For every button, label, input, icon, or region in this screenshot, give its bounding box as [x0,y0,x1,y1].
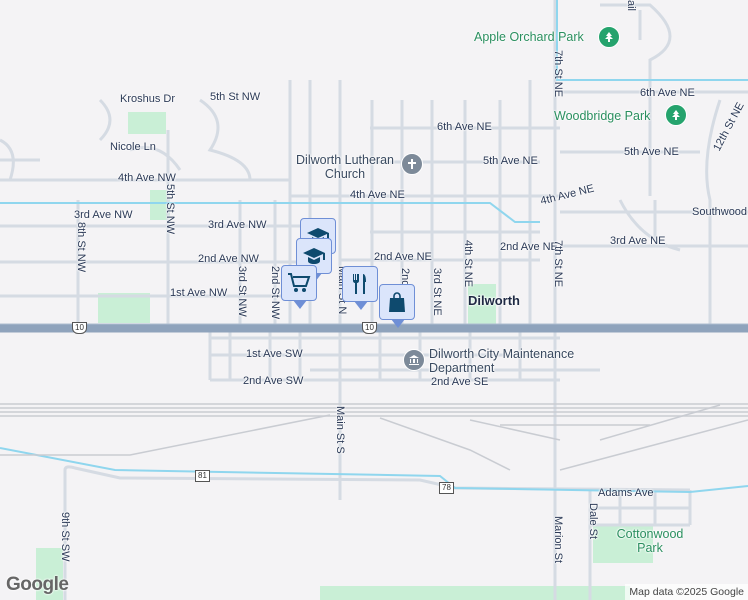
church-label: Dilworth Lutheran Church [296,153,394,181]
street-label: 7th St NE [552,240,564,288]
street-label: Marion St [552,516,564,564]
street-label: Nicole Ln [110,141,156,153]
town-label: Dilworth [468,293,520,308]
parks [36,112,653,600]
street-label: 8th St NW [75,222,87,273]
street-label: 5th Ave NE [624,146,679,158]
route-shield-78: 78 [439,482,454,494]
street-label: 3rd St NE [431,268,443,316]
street-label: Kroshus Dr [120,93,176,105]
street-label: 2nd St NW [269,266,281,320]
street-label: Main St S [334,406,346,454]
street-label: Dale St [587,503,599,540]
street-label: 2nd Ave SE [431,376,489,388]
railway [0,403,748,471]
fork-knife-icon [353,274,366,294]
street-label: 1st Ave NW [170,287,228,299]
street-label: 7th St NE [552,50,564,98]
street-label: 5th Ave NE [483,155,538,167]
street-label: 6th Ave NE [437,121,492,133]
shopping-pin[interactable] [379,284,415,328]
street-label: 2nd Ave NE [374,251,432,263]
street-label: 5th St NW [210,91,261,103]
street-label: Adams Ave [598,487,654,499]
map-attribution[interactable]: Map data ©2025 Google [625,584,748,600]
park-label: Cottonwood Park [616,527,684,555]
street-label: 3rd Ave NE [610,235,666,247]
graduation-cap-icon [303,248,325,264]
shopping-bag-icon [389,292,405,312]
street-label: 2nd Ave SW [243,375,304,387]
street-label: 6th Ave NE [640,87,695,99]
park-pin[interactable] [598,26,620,48]
grocery-pin[interactable] [281,265,317,309]
government-building-icon [409,355,419,365]
park-pin[interactable] [665,104,687,126]
street-label: 2nd Ave NE [500,241,558,253]
street-label: 4th Ave NW [118,172,176,184]
street-label: 3rd Ave NW [74,209,133,221]
maintenance-label: Dilworth City Maintenance Department [429,347,575,375]
restaurant-pin[interactable] [342,266,378,310]
government-pin[interactable] [403,349,425,371]
tree-icon [605,32,613,42]
street-label: ail [625,0,637,12]
park-label: Apple Orchard Park [474,30,584,44]
route-shield-81: 81 [195,470,210,482]
street-label: 3rd St NW [236,266,248,317]
cross-icon [408,159,416,169]
shopping-cart-icon [288,273,311,292]
google-logo[interactable]: Google [6,574,69,595]
street-label: Southwood [692,206,748,218]
park-label: Woodbridge Park [554,109,651,123]
route-shield-us-10: 10 [72,322,87,334]
street-label: 4th St NE [462,240,474,288]
tree-icon [672,110,680,120]
street-label: 4th Ave NE [350,189,405,201]
street-label: 1st Ave SW [246,348,303,360]
street-label: 2nd Ave NW [198,253,259,265]
street-label: 9th St SW [59,512,71,562]
route-shield-us-10: 10 [362,322,377,334]
church-pin[interactable] [401,153,423,175]
street-label: 3rd Ave NW [208,219,267,231]
street-label: 5th St NW [164,184,176,235]
